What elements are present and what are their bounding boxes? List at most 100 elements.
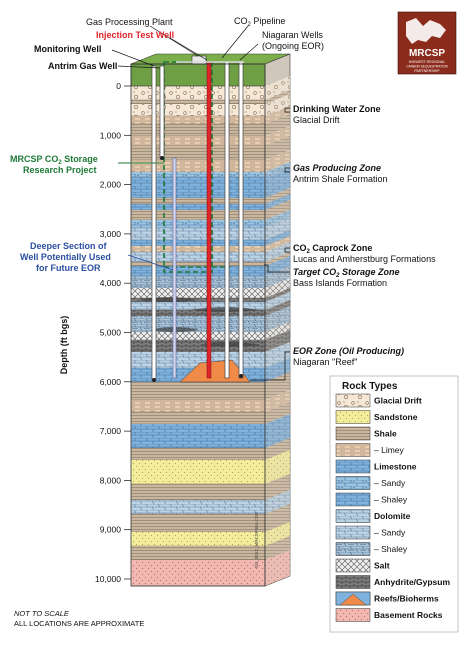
monitoring-well-casing <box>151 65 157 381</box>
depth-tick-label: 2,000 <box>100 180 122 190</box>
legend-label: – Sandy <box>374 478 406 488</box>
legend-swatch <box>335 558 371 573</box>
rock-layer-side <box>265 306 290 332</box>
rock-layer <box>131 220 265 228</box>
legend-label: Anhydrite/Gypsum <box>374 577 450 587</box>
depth-tick-label: 0 <box>116 81 121 91</box>
rock-layer <box>131 400 265 412</box>
rock-layer <box>131 484 265 500</box>
eor-zone-title: EOR Zone (Oil Producing) <box>293 346 404 356</box>
rock-layer-side <box>265 292 290 310</box>
depth-tick-label: 1,000 <box>100 130 122 140</box>
column-side-stripes <box>265 76 290 586</box>
injection-test-well-label: Injection Test Well <box>96 30 174 40</box>
rock-layer <box>131 252 265 262</box>
legend-swatch <box>335 492 371 507</box>
rock-layer-side <box>265 136 290 160</box>
mrcsp-logo: MRCSP MIDWEST REGIONAL CARBON SEQUESTRAT… <box>397 11 457 75</box>
gas-well-bottom <box>160 156 164 160</box>
rock-layer <box>131 412 265 424</box>
legend-title: Rock Types <box>342 381 398 392</box>
rock-layer <box>131 532 265 546</box>
deeper-section-label-1: Deeper Section of <box>30 241 108 251</box>
legend-label: – Shaley <box>374 544 408 554</box>
shale-lens <box>200 342 260 347</box>
rock-layer-side <box>265 372 290 400</box>
rock-layer-side <box>265 536 290 560</box>
legend-swatch <box>335 426 371 441</box>
rock-layer <box>131 546 265 560</box>
rock-layer-side <box>265 322 290 340</box>
legend: Rock Types Glacial DriftSandstoneShale– … <box>329 375 459 633</box>
rock-layer <box>131 198 265 204</box>
legend-label: Reefs/Bioherms <box>374 594 439 604</box>
ongoing-eor-label: (Ongoing EOR) <box>262 41 324 51</box>
legend-label: Sandstone <box>374 412 418 422</box>
rock-layer-side <box>265 438 290 460</box>
rock-layer <box>131 204 265 210</box>
depth-tick-label: 8,000 <box>100 475 122 485</box>
rock-layer-side <box>265 188 290 204</box>
rock-layer-side <box>265 162 290 178</box>
caprock-zone-title: CO2 Caprock Zone <box>293 243 372 255</box>
drinking-zone-title: Drinking Water Zone <box>293 104 381 114</box>
legend-label: Glacial Drift <box>374 396 422 406</box>
rock-layer-side <box>265 90 290 104</box>
all-locations-note: ALL LOCATIONS ARE APPROXIMATE <box>14 619 144 628</box>
column-outline <box>130 63 266 587</box>
drinking-zone-sub: Glacial Drift <box>293 115 340 125</box>
depth-tick-label: 3,000 <box>100 229 122 239</box>
rock-layer-side <box>265 450 290 484</box>
rock-layer <box>131 500 265 514</box>
legend-swatch <box>335 509 371 523</box>
rock-layer <box>131 100 265 104</box>
rock-layer-side <box>265 342 290 368</box>
rock-layer <box>131 332 265 340</box>
rock-layer-side <box>265 242 290 262</box>
target-zone-title: Target CO2 Storage Zone <box>293 267 400 279</box>
deeper-section-pointer <box>127 254 174 271</box>
monitoring-well-label: Monitoring Well <box>34 44 101 54</box>
antrim-gas-well-label: Antrim Gas Well <box>48 61 117 71</box>
rock-layer <box>131 246 265 252</box>
legend-swatch <box>335 525 371 540</box>
rock-layer-side <box>265 474 290 500</box>
legend-swatch <box>335 608 371 622</box>
figure-code: SG_0012_MRCSP084.CDR <box>254 511 259 568</box>
rock-layer <box>131 124 265 136</box>
rock-layer-side <box>265 76 290 100</box>
deeper-section-casing <box>172 157 177 379</box>
logo-line-2: CARBON SEQUESTRATION <box>406 65 448 69</box>
logo-line-1: MIDWEST REGIONAL <box>409 60 445 64</box>
legend-swatch <box>335 393 371 408</box>
rock-layer-side <box>265 402 290 424</box>
rock-layer <box>131 560 265 586</box>
legend-swatch <box>335 443 371 457</box>
legend-swatch <box>335 476 371 490</box>
legend-label: – Sandy <box>374 528 406 538</box>
y-axis-label: Depth (ft bgs) <box>59 316 69 375</box>
rock-layer <box>131 288 265 298</box>
legend-label: Basement Rocks <box>374 610 443 620</box>
co2-pipeline-label: CO2 Pipeline <box>234 16 285 28</box>
rock-layer <box>131 382 265 400</box>
legend-swatch <box>335 542 371 556</box>
rock-layer-side <box>265 218 290 240</box>
rock-layer-side <box>265 194 290 210</box>
rock-layer <box>131 276 265 288</box>
depth-ticks: 01,0002,0003,0004,0005,0006,0007,0008,00… <box>95 81 131 584</box>
legend-swatch <box>335 575 371 589</box>
rock-layer <box>131 146 265 160</box>
rock-layer <box>131 514 265 532</box>
legend-swatch <box>335 459 371 474</box>
rock-layer <box>131 104 265 116</box>
rock-layer-side <box>265 252 290 266</box>
rock-layer <box>131 86 265 100</box>
rock-layer <box>131 262 265 266</box>
rock-layer <box>131 310 265 316</box>
rock-layer-side <box>265 550 290 586</box>
target-zone-sub: Bass Islands Formation <box>293 278 387 288</box>
rock-layer-side <box>265 94 290 116</box>
